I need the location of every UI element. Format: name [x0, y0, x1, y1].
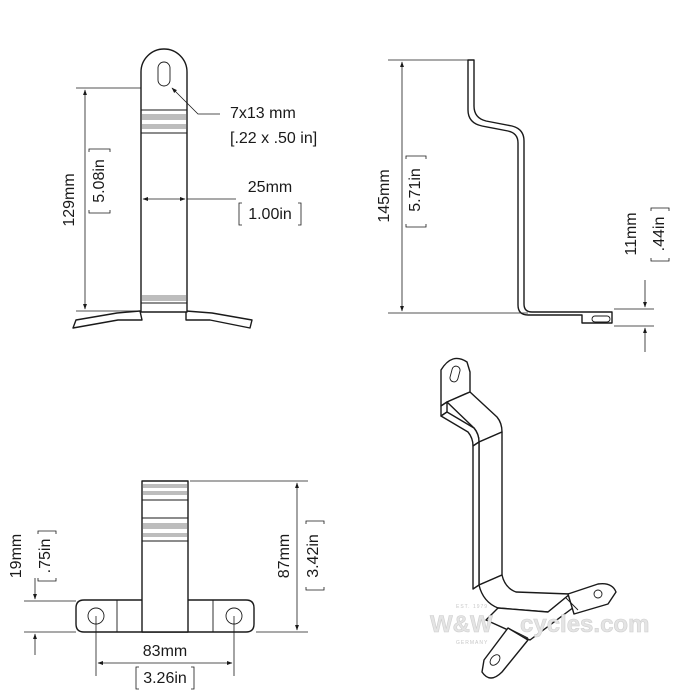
bottom-view-bend-band	[143, 484, 187, 488]
front-view-height-in: 5.08in	[91, 159, 108, 203]
iso-vertical-strap	[478, 431, 503, 586]
iso-left-hole	[489, 654, 501, 666]
iso-right-hole	[593, 589, 603, 599]
watermark-est: EST. 1979	[456, 604, 488, 610]
side-view-slot-hole	[591, 315, 611, 323]
side-view-offset-in: .44in	[651, 217, 668, 252]
side-view-profile	[467, 59, 613, 324]
iso-right-foot	[567, 582, 617, 615]
bottom-view-span-in: 3.26in	[143, 670, 187, 687]
iso-bend-line	[507, 627, 529, 639]
front-view-right-foot	[185, 310, 253, 329]
iso-vertical-strap-edge	[472, 441, 480, 590]
front-view-strap	[140, 48, 188, 313]
bottom-view-tab-in: .75in	[37, 539, 54, 574]
front-view-width-mm: 25mm	[248, 179, 292, 196]
side-view-offset-mm: 11mm	[623, 212, 640, 255]
front-view-bend-band	[142, 114, 186, 120]
front-view-width-in: 1.00in	[248, 206, 292, 223]
bottom-view-tab-in-bracket	[37, 530, 57, 582]
front-view-left-foot	[72, 310, 143, 329]
watermark-country: GERMANY	[456, 640, 488, 646]
bottom-view-bend-band	[143, 491, 187, 495]
iso-slot-hole	[449, 365, 461, 383]
isometric-view	[440, 357, 617, 679]
front-view-hole-size-mm: 7x13 mm	[230, 105, 296, 122]
bottom-view-bend-band	[143, 533, 187, 537]
front-view-hole-size-in: [.22 x .50 in]	[230, 130, 317, 147]
watermark: EST. 1979 W&W cycles.com GERMANY	[430, 604, 650, 646]
bottom-view-height-in-bracket	[305, 520, 325, 591]
side-view-offset-in-bracket	[650, 207, 670, 262]
bottom-view-height-in: 3.42in	[305, 534, 322, 578]
bottom-view-tab-mm: 19mm	[8, 534, 25, 578]
side-view-height-in: 5.71in	[407, 168, 424, 212]
front-view-bend-band	[142, 124, 186, 129]
bottom-view-span-mm: 83mm	[143, 643, 187, 660]
bottom-view-height-mm: 87mm	[276, 534, 293, 578]
bottom-view: 19mm .75in 87mm 3.42in 83mm 3.26in	[8, 480, 325, 690]
front-view-hole-leader	[171, 87, 220, 115]
front-view-width-in-bracket	[238, 202, 302, 226]
watermark-site: cycles.com	[520, 611, 649, 638]
front-view-slot-hole	[157, 61, 171, 87]
watermark-brand: W&W	[430, 611, 493, 638]
bottom-view-strap	[141, 480, 189, 633]
front-view-bend-band	[142, 295, 186, 301]
side-view: 145mm 5.71in 11mm .44in	[376, 59, 670, 352]
iso-bend-line	[565, 597, 579, 611]
front-view: 129mm 5.08in 7x13 mm [.22 x .50 in] 25mm…	[61, 48, 317, 329]
front-view-height-in-bracket	[88, 148, 111, 214]
bottom-view-span-in-bracket	[135, 666, 195, 690]
bottom-view-bend-band	[143, 523, 187, 529]
side-view-height-in-bracket	[405, 155, 427, 228]
side-view-height-mm: 145mm	[376, 169, 393, 222]
front-view-height-mm: 129mm	[61, 173, 78, 226]
